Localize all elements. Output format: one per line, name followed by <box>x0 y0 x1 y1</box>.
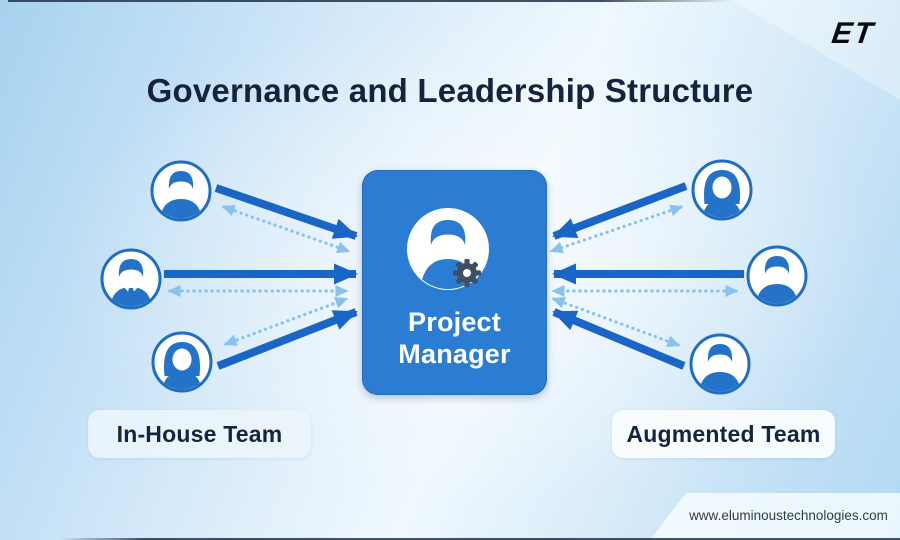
dotted-arrow-left-top <box>221 204 351 254</box>
solid-arrow-right-bottom <box>552 308 686 370</box>
augmented-team-label: Augmented Team <box>612 410 835 458</box>
project-manager-label-line1: Project <box>408 307 501 337</box>
dotted-arrow-right-top <box>549 204 684 254</box>
person-male-tie-icon <box>100 248 162 310</box>
project-manager-label-line2: Manager <box>398 339 511 369</box>
in-house-team-label-text: In-House Team <box>116 420 283 447</box>
website-url: www.eluminoustechnologies.com <box>689 508 888 523</box>
augmented-team-label-text: Augmented Team <box>626 420 821 447</box>
decor-top-edge-line <box>8 0 732 2</box>
gear-icon <box>453 259 481 287</box>
project-manager-label: Project Manager <box>362 306 547 370</box>
page-title: Governance and Leadership Structure <box>146 72 754 109</box>
person-male-icon <box>689 333 751 395</box>
decor-bottom-edge-line <box>60 538 900 540</box>
person-with-gear-icon <box>407 208 489 290</box>
decor-diagonal-band-bottom <box>650 493 900 540</box>
person-female-icon <box>151 331 213 393</box>
dotted-arrow-right-bottom <box>551 297 681 347</box>
person-male-icon <box>746 245 808 307</box>
project-manager-card: Project Manager <box>362 170 547 395</box>
in-house-team-label: In-House Team <box>88 410 311 458</box>
person-male-icon <box>150 160 212 222</box>
person-female-icon <box>691 159 753 221</box>
dotted-arrow-left-bottom <box>223 297 349 346</box>
